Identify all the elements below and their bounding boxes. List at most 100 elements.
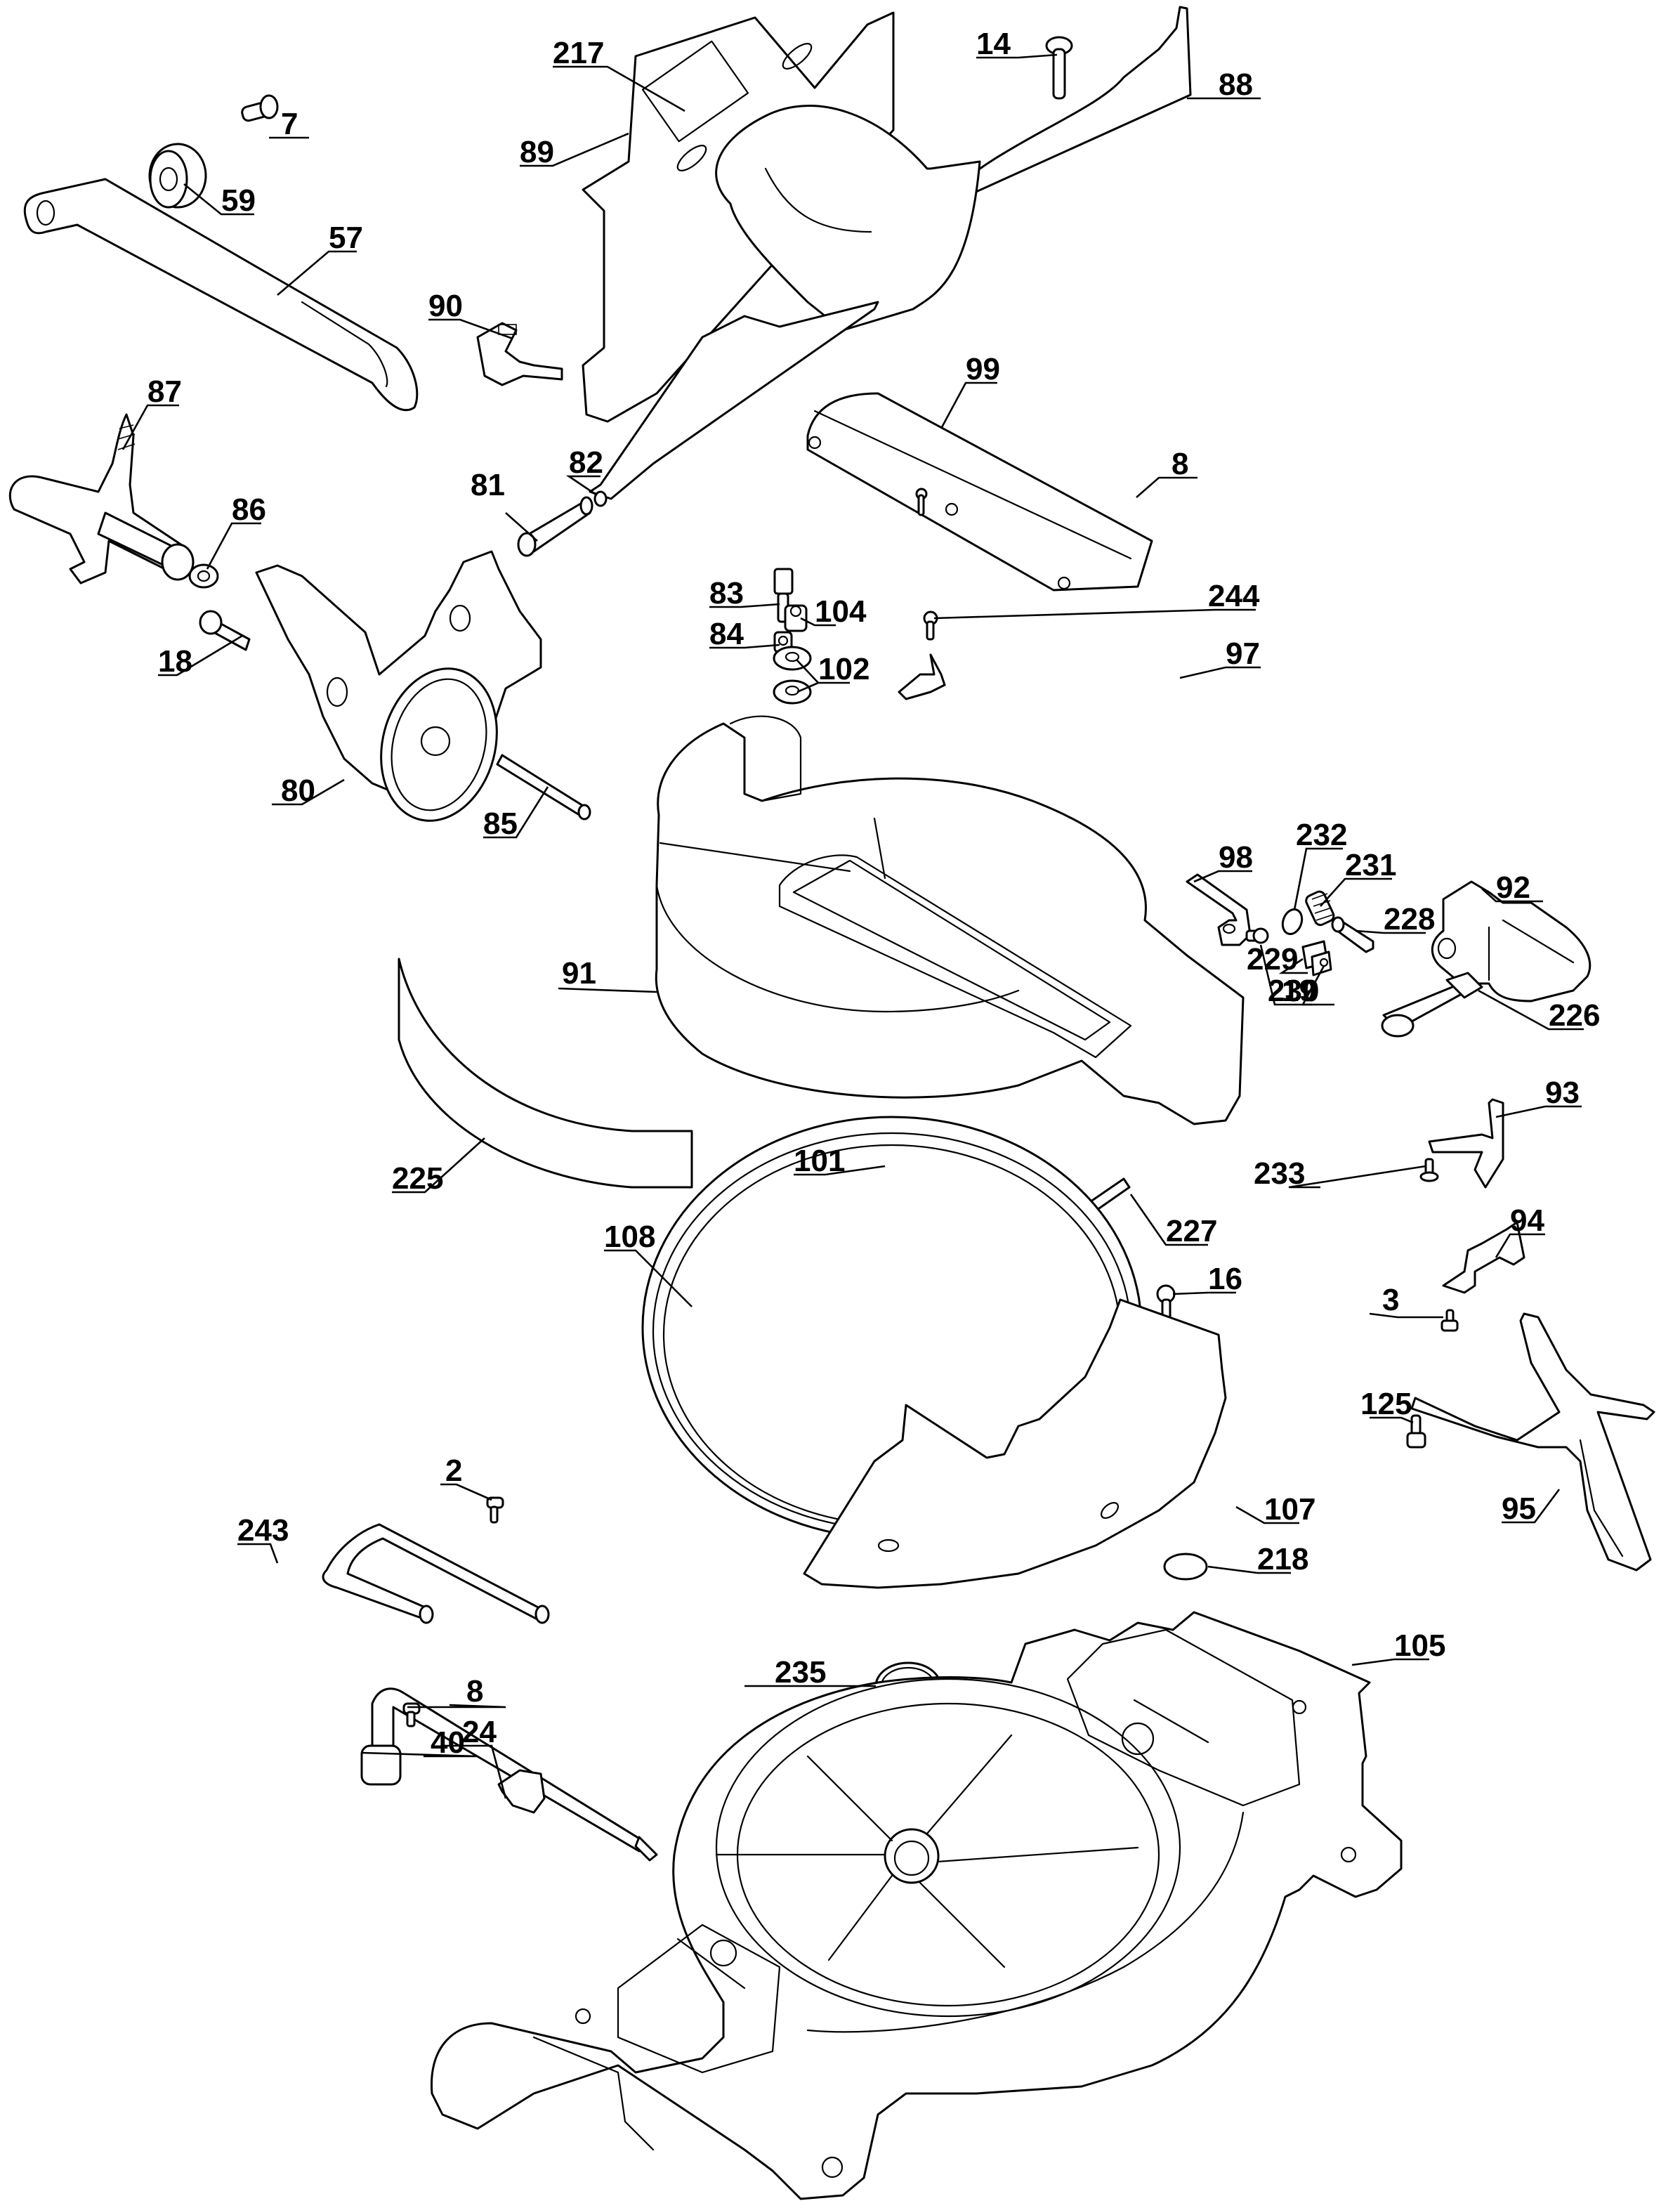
leader-3	[1369, 1312, 1443, 1319]
part-fence-knob	[476, 322, 563, 386]
callout-225: 225	[392, 1161, 443, 1196]
leader-98	[1193, 870, 1252, 883]
callout-7: 7	[281, 107, 298, 141]
callout-labels: 217 14 88 7 89 59 57 90 87 99 82 8 81 86…	[147, 27, 1600, 1760]
part-screw-125	[1406, 1414, 1426, 1449]
part-base	[430, 1611, 1403, 2200]
leader-24	[442, 1744, 507, 1799]
callout-243: 243	[237, 1513, 289, 1548]
part-miter-handle	[1431, 880, 1592, 1002]
callout-108: 108	[604, 1220, 655, 1254]
leader-218	[1207, 1565, 1291, 1574]
leader-243	[237, 1543, 279, 1564]
part-turntable	[655, 715, 1245, 1125]
callout-82: 82	[569, 445, 603, 480]
callout-98: 98	[1219, 840, 1253, 875]
part-bevel-bracket	[255, 550, 542, 822]
leader-8a	[1136, 476, 1197, 498]
leader-102	[796, 660, 850, 693]
part-flat-head-screw	[1045, 36, 1073, 100]
part-miter-scale	[803, 1298, 1227, 1589]
callout-80: 80	[281, 773, 315, 808]
leader-104	[800, 617, 836, 627]
part-bracket-97	[898, 653, 946, 700]
callout-18: 18	[158, 644, 192, 679]
callout-86: 86	[232, 492, 266, 527]
leader-229	[1278, 958, 1308, 974]
callout-59: 59	[221, 183, 256, 218]
leader-87	[122, 404, 179, 450]
callout-85: 85	[483, 806, 518, 841]
callout-90: 90	[428, 289, 463, 323]
leader-14	[976, 53, 1058, 59]
callout-40: 40	[431, 1725, 465, 1760]
callout-226: 226	[1549, 998, 1600, 1033]
leader-93	[1495, 1105, 1582, 1118]
leader-16	[1172, 1291, 1236, 1295]
part-shoulder-screw	[241, 94, 279, 122]
callout-3: 3	[1382, 1283, 1399, 1317]
callout-244: 244	[1208, 579, 1260, 613]
callout-97: 97	[1226, 636, 1260, 671]
part-detent-plate	[1410, 1312, 1655, 1572]
part-bearing	[148, 143, 207, 209]
leader-94	[1495, 1233, 1545, 1258]
part-screw-8-top	[915, 488, 928, 516]
callout-231: 231	[1345, 848, 1396, 882]
part-screw-244	[923, 610, 938, 641]
callout-232: 232	[1296, 818, 1347, 852]
leader-99	[940, 381, 997, 429]
leader-233	[1288, 1165, 1426, 1189]
part-screw-2	[486, 1496, 504, 1524]
leader-59	[183, 183, 254, 216]
part-label-strip	[398, 958, 693, 1189]
callout-57: 57	[329, 221, 363, 255]
part-rivet-233	[1419, 1158, 1439, 1182]
leader-84	[709, 644, 780, 649]
leader-lines	[122, 53, 1584, 1799]
part-washers-102	[773, 646, 812, 705]
leader-91	[558, 987, 657, 993]
part-pin-18	[199, 610, 251, 651]
part-screw-19	[1245, 927, 1269, 944]
leader-244	[933, 608, 1256, 620]
callout-102: 102	[818, 652, 869, 686]
callout-95: 95	[1502, 1491, 1536, 1526]
callout-84: 84	[709, 617, 744, 651]
part-bevel-lock-handle	[8, 413, 195, 584]
part-detent-spring	[1428, 1098, 1504, 1189]
callout-217: 217	[553, 36, 604, 70]
part-threaded-rod-228	[1331, 916, 1374, 953]
leader-97	[1179, 666, 1261, 679]
leader-95	[1502, 1489, 1561, 1524]
callout-229: 229	[1247, 942, 1298, 976]
callout-93: 93	[1545, 1076, 1580, 1110]
part-kerf-plate	[806, 392, 1153, 592]
leader-18	[158, 634, 243, 677]
leader-225	[392, 1137, 485, 1194]
leader-85	[483, 786, 549, 839]
callout-101: 101	[794, 1144, 845, 1178]
callout-230: 230	[1268, 974, 1319, 1008]
leader-92	[1481, 888, 1543, 903]
leader-8b	[407, 1704, 506, 1709]
part-bracket-94	[1442, 1221, 1525, 1294]
leader-125	[1370, 1416, 1414, 1424]
part-right-fence	[589, 6, 1192, 500]
callout-92: 92	[1496, 870, 1530, 905]
leader-228	[1355, 929, 1426, 934]
part-washer-232	[1281, 908, 1304, 935]
leader-232	[1293, 847, 1343, 910]
callout-99: 99	[966, 352, 1000, 386]
callout-16: 16	[1208, 1262, 1242, 1296]
part-lock-nut	[784, 604, 808, 632]
leader-107	[1235, 1505, 1299, 1524]
callout-107: 107	[1264, 1492, 1315, 1527]
leader-82	[565, 475, 601, 497]
leader-57	[277, 250, 357, 296]
callout-94: 94	[1510, 1203, 1544, 1238]
part-extension-rod	[322, 1523, 550, 1624]
leader-83	[709, 603, 780, 608]
part-wrench-clip	[497, 1769, 546, 1814]
leader-227	[1129, 1194, 1208, 1246]
